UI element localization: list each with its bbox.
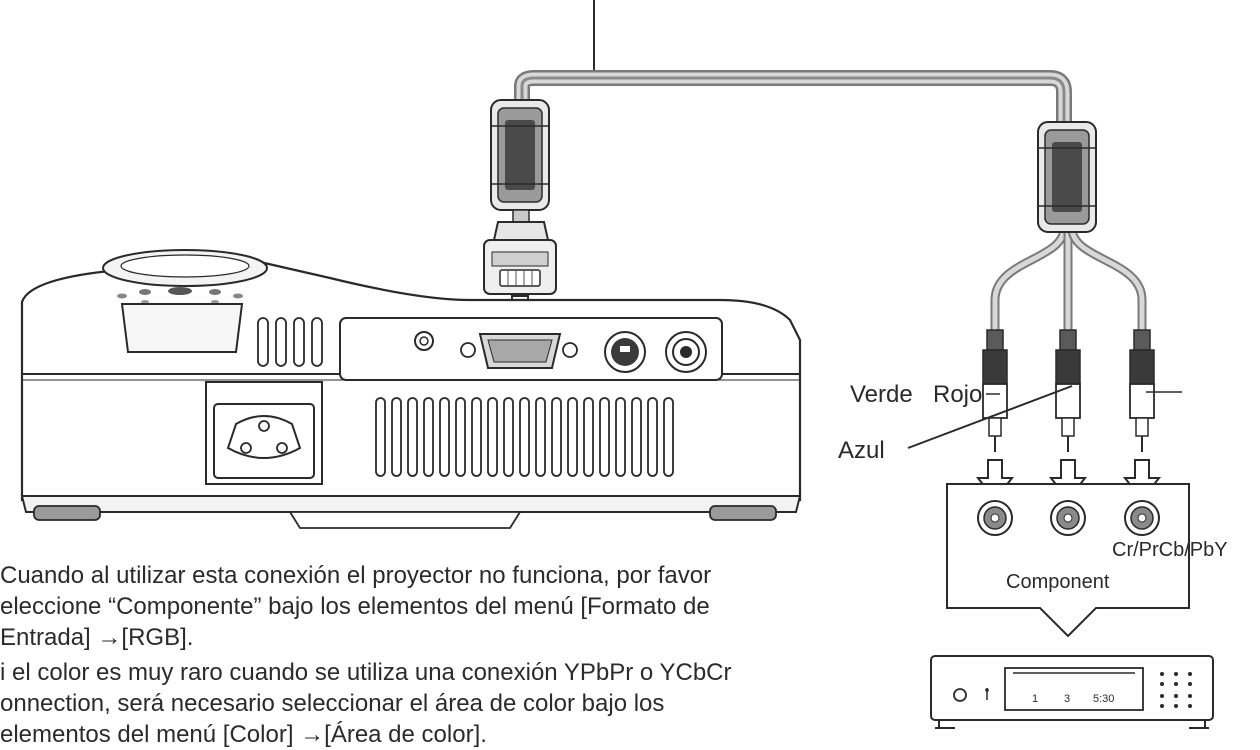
label-blue: Azul (838, 437, 885, 464)
upper-vents (257, 317, 323, 367)
foot-right (709, 505, 777, 521)
paragraph-line-1: Cuando al utilizar esta conexión el proy… (0, 562, 712, 589)
display-readout-1: 1 (1032, 693, 1038, 705)
label-red: Rojo (933, 381, 982, 408)
label-component: Component (1006, 571, 1110, 593)
player-buttons (1160, 672, 1192, 708)
display-readout-2: 3 (1064, 693, 1070, 705)
paragraph-line-5: onnection, será necesario seleccionar el… (0, 690, 665, 717)
paragraph-line-2: eleccione “Componente” bajo los elemento… (0, 593, 710, 620)
vga-plug (483, 221, 557, 295)
label-jack-names: Cr/PrCb/PbY (1112, 539, 1228, 561)
rca-plug-green (982, 329, 1008, 452)
display-readout-3: 5:30 (1093, 693, 1114, 705)
dvd-player: 1 3 5:30 (930, 655, 1214, 729)
ferrite-core-right (1037, 121, 1097, 233)
projector (20, 249, 802, 529)
component-jacks (977, 500, 1160, 536)
component-cable (514, 70, 1147, 335)
label-green: Verde (850, 381, 913, 408)
rca-plug-red (1055, 329, 1081, 452)
foot-left (33, 505, 101, 521)
ferrite-core-left (490, 99, 550, 211)
leader-line-blue (907, 385, 1073, 449)
power-button-icon (953, 688, 967, 702)
lower-vents (375, 397, 674, 477)
rca-plugs (982, 329, 1155, 452)
instruction-paragraph: Cuando al utilizar esta conexión el proy… (0, 560, 780, 750)
paragraph-line-6: elementos del menú [Color] →[Área de col… (0, 721, 487, 748)
rca-plug-blue (1129, 329, 1155, 452)
paragraph-line-3: Entrada] →[RGB]. (0, 624, 194, 651)
paragraph-line-4: i el color es muy raro cuando se utiliza… (0, 659, 732, 686)
